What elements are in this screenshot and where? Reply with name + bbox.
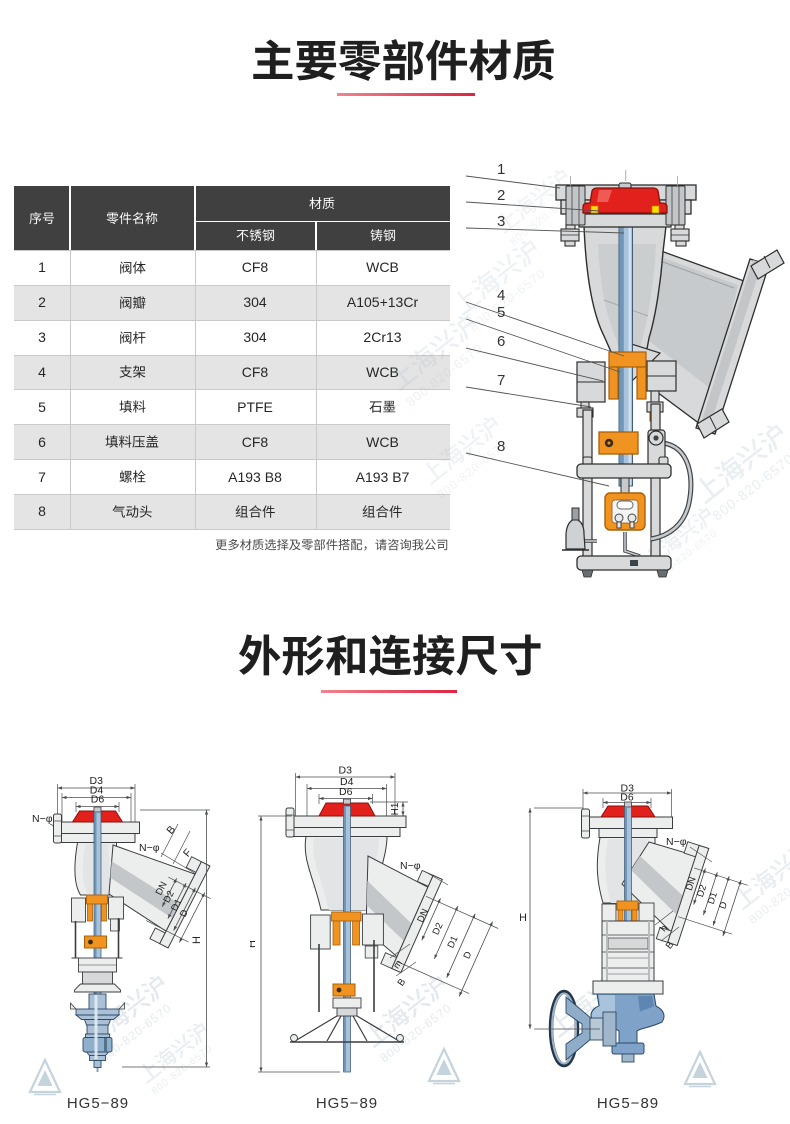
svg-text:D: D	[717, 900, 730, 910]
svg-text:5: 5	[497, 304, 505, 321]
svg-text:D: D	[178, 908, 191, 919]
svg-text:D: D	[462, 950, 475, 961]
svg-text:6: 6	[497, 333, 505, 350]
svg-text:DN: DN	[415, 907, 431, 924]
svg-text:D2: D2	[695, 884, 709, 899]
svg-text:D3: D3	[621, 783, 635, 795]
svg-text:h: h	[658, 923, 670, 934]
svg-text:H: H	[191, 936, 203, 944]
svg-text:D2: D2	[162, 889, 177, 905]
svg-text:D3: D3	[90, 775, 104, 787]
svg-text:B: B	[396, 977, 409, 989]
svg-text:D6: D6	[620, 792, 634, 804]
svg-text:D2: D2	[431, 921, 446, 937]
svg-text:D1: D1	[706, 891, 720, 906]
svg-text:2: 2	[497, 187, 505, 204]
svg-text:B: B	[164, 824, 178, 837]
svg-text:DN: DN	[684, 875, 699, 892]
svg-text:H1: H1	[390, 802, 401, 815]
svg-text:H: H	[250, 940, 258, 948]
svg-text:N−φ: N−φ	[139, 842, 160, 854]
svg-text:D1: D1	[169, 897, 184, 913]
svg-text:7: 7	[497, 372, 505, 389]
svg-text:N−φ: N−φ	[32, 813, 53, 825]
svg-text:HG5−89: HG5−89	[316, 1095, 378, 1112]
svg-text:8: 8	[497, 438, 505, 455]
svg-text:D6: D6	[91, 794, 105, 806]
svg-text:4: 4	[497, 287, 505, 304]
svg-text:H: H	[520, 912, 527, 924]
svg-text:N−φ: N−φ	[400, 860, 421, 872]
svg-text:D3: D3	[339, 765, 353, 777]
svg-text:3: 3	[497, 213, 505, 230]
svg-text:N−φ: N−φ	[666, 836, 687, 848]
svg-text:B: B	[664, 940, 677, 952]
svg-text:D4: D4	[340, 776, 354, 788]
svg-text:D6: D6	[339, 786, 353, 798]
svg-text:D1: D1	[446, 934, 461, 950]
svg-text:HG5−89: HG5−89	[597, 1095, 659, 1112]
svg-text:D4: D4	[90, 785, 104, 797]
svg-text:HG5−89: HG5−89	[67, 1095, 129, 1112]
svg-text:1: 1	[497, 161, 505, 178]
